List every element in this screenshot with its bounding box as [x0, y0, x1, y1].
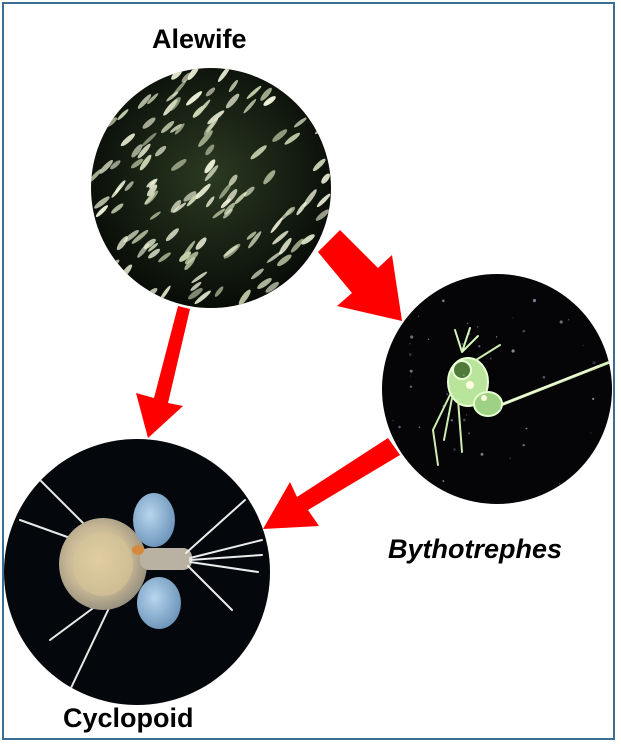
alewife-label: Alewife	[152, 24, 247, 55]
bythotrephes-label: Bythotrephes	[388, 534, 562, 565]
alewife-photo	[87, 61, 334, 309]
cyclopoid-label: Cyclopoid	[63, 703, 194, 734]
cyclopoid-photo	[4, 439, 270, 705]
arrow-bythotrephes-to-cyclopoid	[263, 438, 400, 529]
bythotrephes-photo	[382, 274, 615, 504]
arrow-alewife-to-cyclopoid	[136, 306, 190, 438]
arrow-alewife-to-bythotrephes	[318, 230, 402, 321]
